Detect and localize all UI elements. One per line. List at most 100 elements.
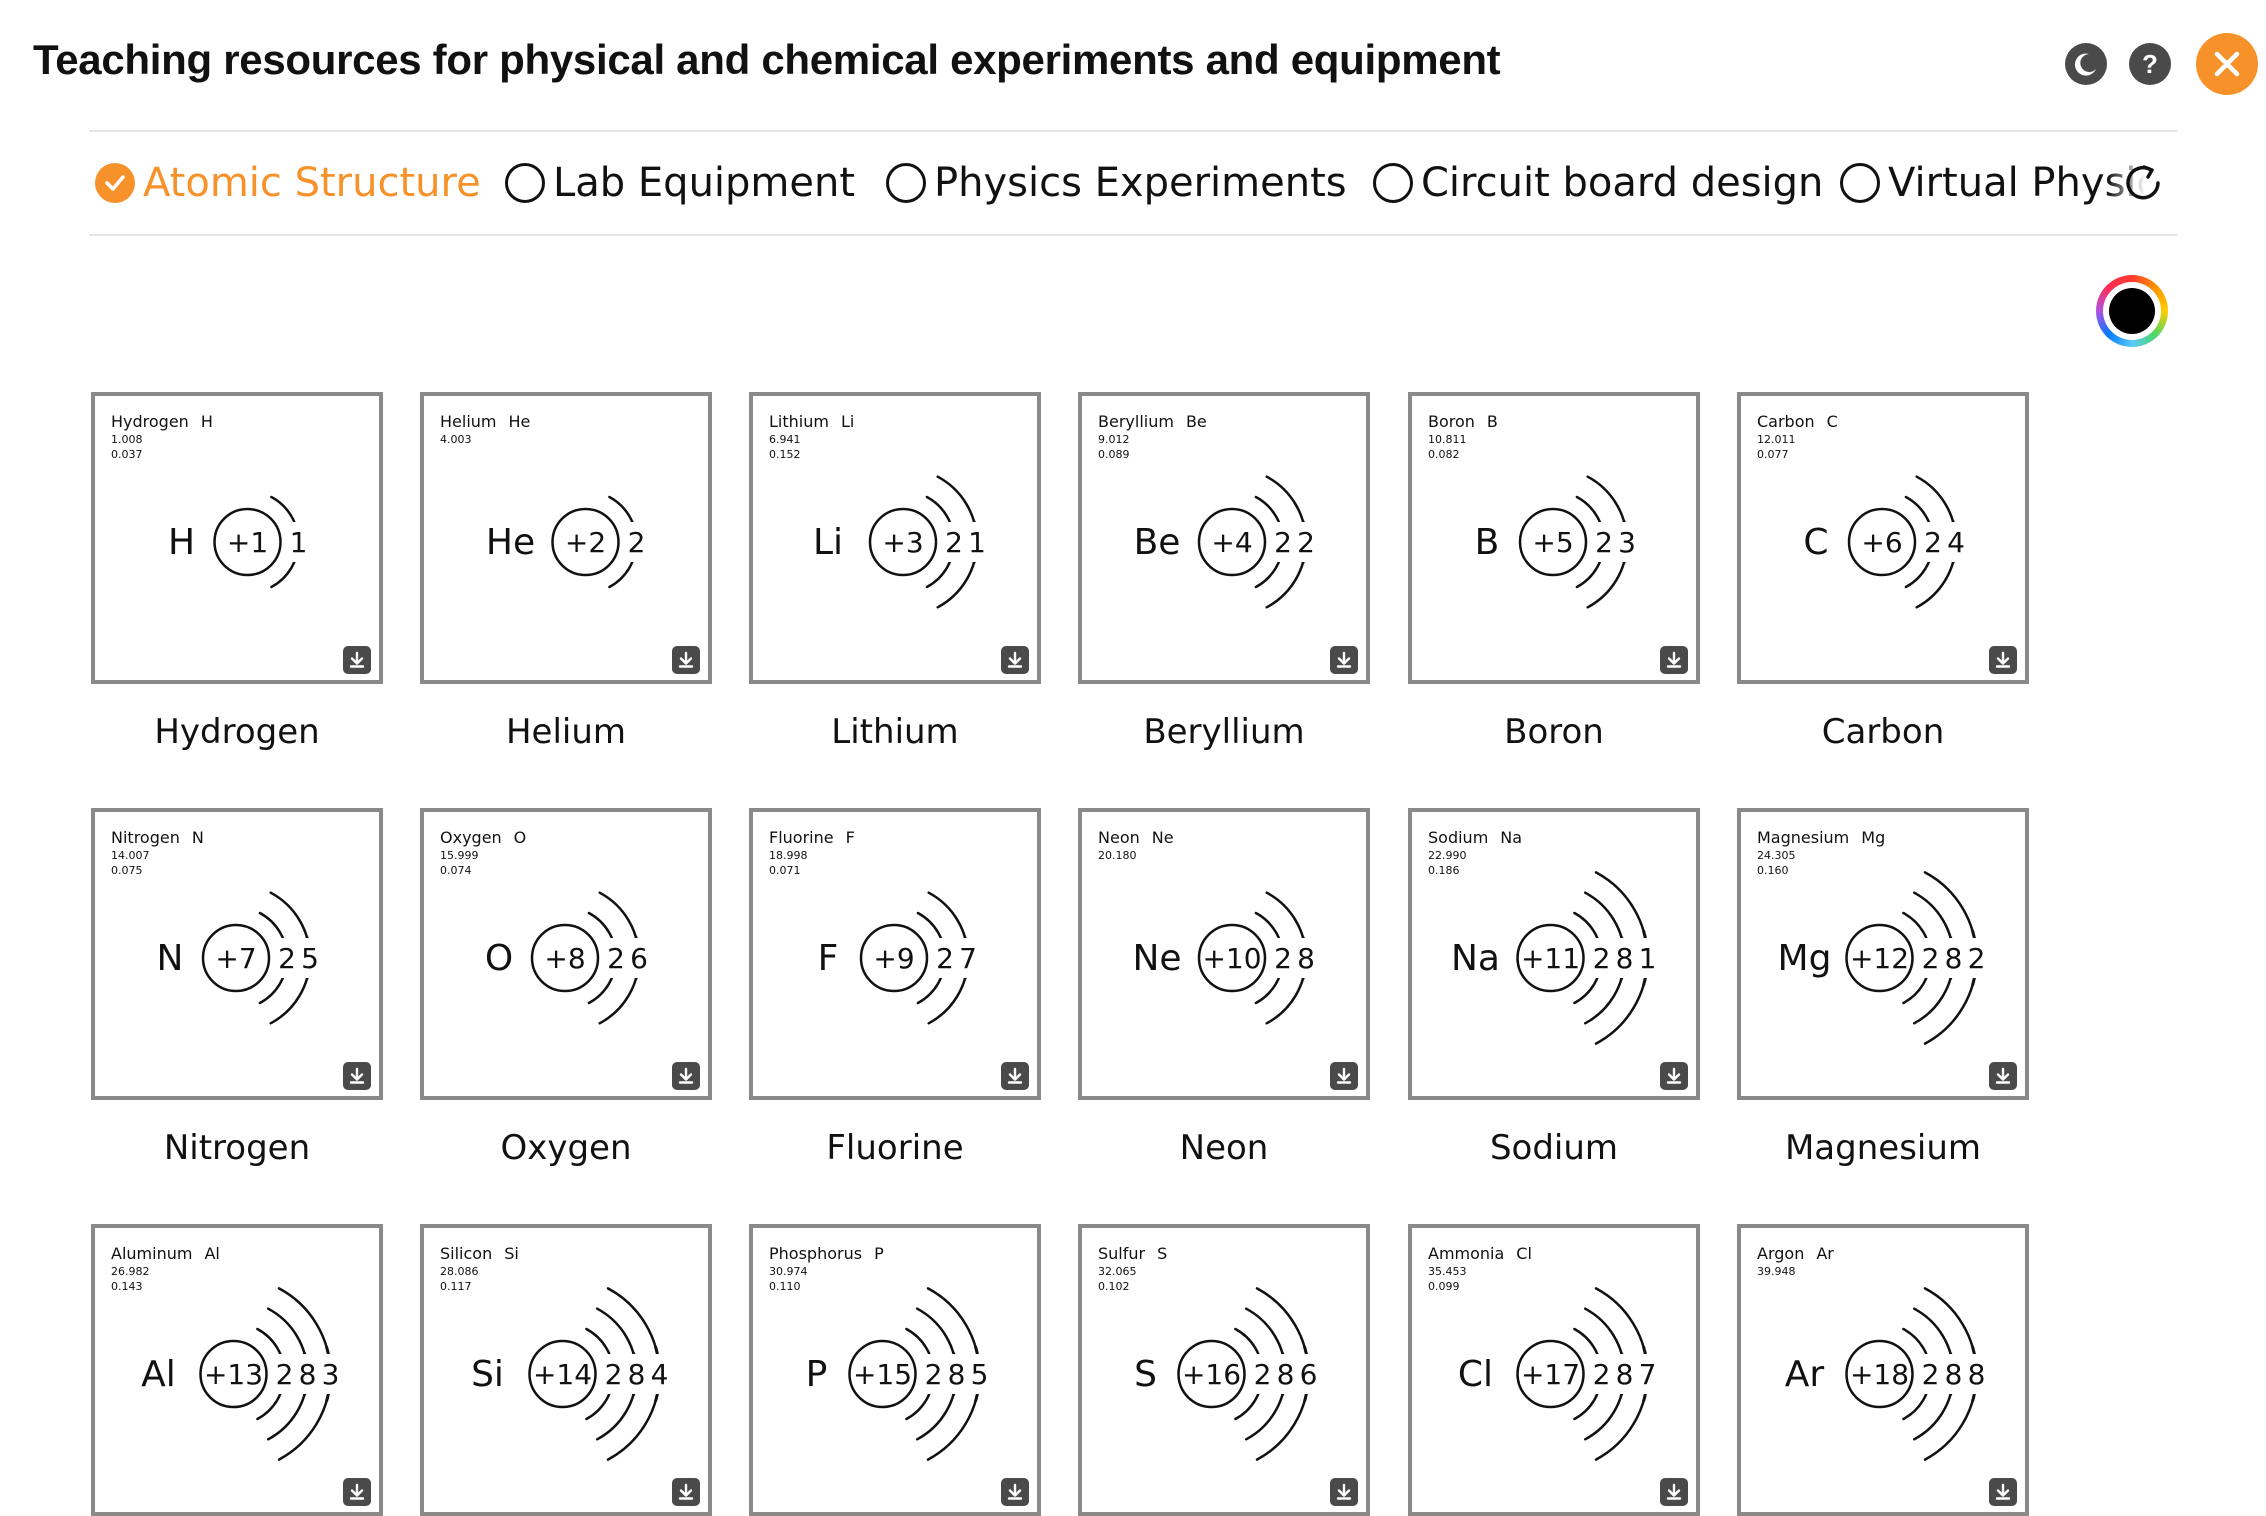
atomic-mass: 1.008 — [111, 433, 143, 446]
shell-electron-count: 1 — [1639, 942, 1657, 975]
download-button[interactable] — [1660, 1478, 1688, 1506]
atomic-mass: 12.011 — [1757, 433, 1796, 446]
atomic-mass: 20.180 — [1098, 849, 1137, 862]
shell-electron-count: 2 — [1924, 526, 1942, 559]
download-icon — [1336, 651, 1352, 668]
download-icon — [1995, 1067, 2011, 1084]
download-icon — [1995, 1483, 2011, 1500]
shell-electron-count: 2 — [936, 942, 954, 975]
element-caption: Nitrogen — [163, 1128, 311, 1168]
atomic-radius: 0.071 — [769, 864, 801, 877]
element-symbol-small: Ne — [1151, 828, 1174, 847]
refresh-button[interactable] — [2120, 160, 2166, 210]
tab-lab-equipment[interactable]: Lab Equipment — [505, 158, 855, 208]
atomic-radius: 0.037 — [111, 448, 143, 461]
nucleus — [1197, 923, 1267, 993]
tab-label: Lab Equipment — [553, 160, 856, 206]
nuclear-charge: +3 — [882, 526, 923, 559]
atomic-mass: 28.086 — [440, 1265, 479, 1278]
tab-atomic-structure[interactable]: Atomic Structure — [95, 158, 481, 208]
element-symbol: Mg — [1778, 938, 1832, 979]
element-symbol-small: H — [200, 412, 213, 431]
theme-toggle-button[interactable] — [2065, 43, 2107, 85]
download-button[interactable] — [1001, 1478, 1029, 1506]
download-button[interactable] — [672, 1478, 700, 1506]
download-icon — [678, 1067, 694, 1084]
shell-electron-count: 4 — [1947, 526, 1965, 559]
atomic-radius: 0.077 — [1757, 448, 1789, 461]
atomic-mass: 22.990 — [1428, 849, 1467, 862]
download-button[interactable] — [1001, 1062, 1029, 1090]
download-button[interactable] — [1001, 646, 1029, 674]
atomic-mass: 10.811 — [1428, 433, 1467, 446]
shell-electron-count: 8 — [299, 1358, 317, 1391]
download-button[interactable] — [1660, 1062, 1688, 1090]
color-picker-button[interactable] — [2096, 275, 2168, 347]
nuclear-charge: +6 — [1861, 526, 1902, 559]
element-symbol: O — [485, 938, 513, 979]
atomic-radius: 0.186 — [1428, 864, 1460, 877]
atomic-radius: 0.075 — [111, 864, 143, 877]
download-button[interactable] — [1989, 1478, 2017, 1506]
download-button[interactable] — [1330, 646, 1358, 674]
download-button[interactable] — [672, 1062, 700, 1090]
download-button[interactable] — [343, 1478, 371, 1506]
element-caption: Lithium — [831, 712, 959, 752]
tab-label: Physics Experiments — [934, 160, 1347, 206]
atomic-radius: 0.143 — [111, 1280, 143, 1293]
download-button[interactable] — [343, 646, 371, 674]
download-button[interactable] — [1660, 646, 1688, 674]
download-button[interactable] — [1989, 646, 2017, 674]
tab-physics-experiments[interactable]: Physics Experiments — [886, 158, 1347, 208]
download-button[interactable] — [1330, 1062, 1358, 1090]
tabs-fade — [2107, 132, 2177, 232]
radio-checked-icon — [95, 163, 135, 203]
close-button[interactable] — [2196, 33, 2258, 95]
download-button[interactable] — [343, 1062, 371, 1090]
help-icon: ? — [2142, 48, 2158, 79]
element-symbol: H — [168, 522, 195, 563]
shell-electron-count: 8 — [628, 1358, 646, 1391]
nuclear-charge: +5 — [1532, 526, 1573, 559]
element-symbol: Al — [141, 1354, 176, 1395]
shell-electron-count: 2 — [276, 1358, 294, 1391]
nucleus — [1518, 507, 1588, 577]
shell-electron-count: 2 — [945, 526, 963, 559]
element-symbol: Ar — [1785, 1354, 1825, 1395]
shell-electron-count: 8 — [1616, 1358, 1634, 1391]
download-icon — [1336, 1483, 1352, 1500]
help-button[interactable]: ? — [2129, 43, 2171, 85]
shell-electron-count: 2 — [1593, 1358, 1611, 1391]
nucleus — [1847, 507, 1917, 577]
tab-circuit-board-design[interactable]: Circuit board design — [1373, 158, 1823, 208]
download-button[interactable] — [1330, 1478, 1358, 1506]
download-button[interactable] — [672, 646, 700, 674]
atomic-radius: 0.152 — [769, 448, 801, 461]
download-button[interactable] — [1989, 1062, 2017, 1090]
element-name: Beryllium — [1098, 412, 1174, 431]
